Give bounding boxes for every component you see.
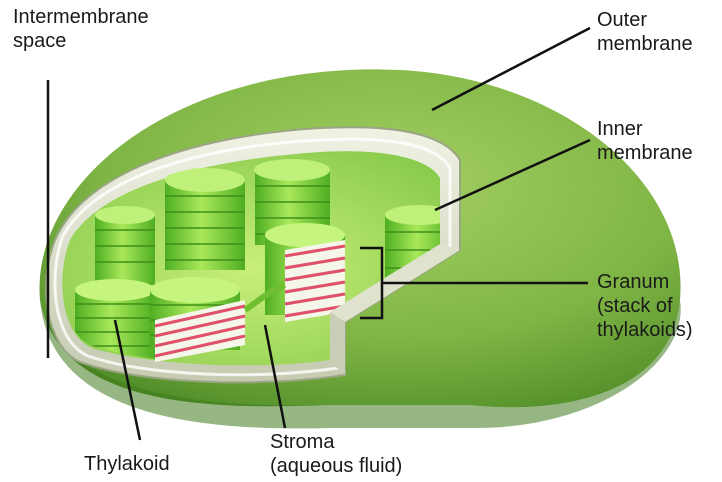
- label-intermembrane-space-line2: space: [13, 29, 149, 53]
- label-granum-line1: Granum: [597, 270, 693, 294]
- label-granum-line2: (stack of: [597, 294, 693, 318]
- label-stroma-line1: Stroma: [270, 430, 402, 454]
- label-outer-membrane-line2: membrane: [597, 32, 693, 56]
- granum-stack-back-left: [165, 168, 245, 270]
- label-intermembrane-space-line1: Intermembrane: [13, 5, 149, 29]
- label-inner-membrane-line1: Inner: [597, 117, 693, 141]
- granum-stack-left-mid: [95, 206, 155, 285]
- label-outer-membrane-line1: Outer: [597, 8, 693, 32]
- label-thylakoid: Thylakoid: [84, 452, 170, 476]
- label-outer-membrane: Outer membrane: [597, 8, 693, 56]
- label-stroma-line2: (aqueous fluid): [270, 454, 402, 478]
- label-thylakoid-line1: Thylakoid: [84, 452, 170, 476]
- label-intermembrane-space: Intermembrane space: [13, 5, 149, 53]
- label-stroma: Stroma (aqueous fluid): [270, 430, 402, 478]
- label-granum-line3: thylakoids): [597, 318, 693, 342]
- label-granum: Granum (stack of thylakoids): [597, 270, 693, 342]
- label-inner-membrane: Inner membrane: [597, 117, 693, 165]
- label-inner-membrane-line2: membrane: [597, 141, 693, 165]
